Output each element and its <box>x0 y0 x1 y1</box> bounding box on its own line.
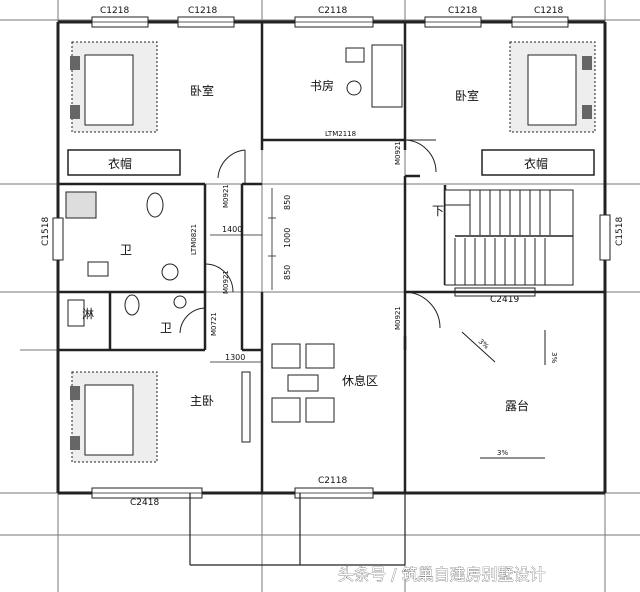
window-label: C2118 <box>318 6 347 16</box>
window-label: C1218 <box>100 6 129 16</box>
room-label-lounge: 休息区 <box>342 373 378 388</box>
lounge-seating <box>271 343 335 423</box>
watermark-text: 头条号 / 筑巢自建房别墅设计 <box>338 565 546 584</box>
door-label: LTM2118 <box>325 130 356 138</box>
room-label-bath-upper: 卫 <box>120 243 132 257</box>
study-desk <box>345 44 403 108</box>
door-label: M0921 <box>222 270 230 294</box>
bed-master <box>70 371 158 463</box>
dimension-label: 1000 <box>283 228 292 248</box>
door-swings <box>179 139 441 334</box>
stair-down-label: 下 <box>432 204 444 218</box>
slope-arrows <box>461 330 546 459</box>
dimension-lines <box>210 188 276 363</box>
master-closet <box>241 371 251 443</box>
window-label: C1518 <box>41 217 51 246</box>
dimension-label: 850 <box>283 195 292 210</box>
bed-right <box>509 41 596 133</box>
room-label-master-bedroom: 主卧 <box>190 394 214 408</box>
room-label-bath-lower: 卫 <box>160 321 172 335</box>
dimension-label: 1300 <box>225 353 245 362</box>
balcony-outline <box>189 493 406 566</box>
slope-label: 3% <box>477 337 491 350</box>
staircase <box>444 189 574 286</box>
room-label-shower: 淋 <box>82 307 94 321</box>
door-label: LTM0821 <box>190 224 198 255</box>
window-label: C1518 <box>615 217 625 246</box>
door-label: M0921 <box>222 184 230 208</box>
slope-label: 3% <box>497 449 508 457</box>
window-label: C2418 <box>130 498 159 508</box>
window-label: C1218 <box>534 6 563 16</box>
dimension-label: 1400 <box>222 225 242 234</box>
door-label: M0921 <box>394 141 402 165</box>
bed-left <box>70 41 158 133</box>
wardrobe-left <box>67 149 181 176</box>
window-label: C1218 <box>188 6 217 16</box>
interior-walls <box>58 22 605 493</box>
room-label-terrace: 露台 <box>505 398 529 413</box>
window-label: C1218 <box>448 6 477 16</box>
bath-fixtures <box>65 191 187 327</box>
wardrobe-label-left: 衣帽 <box>108 156 132 171</box>
room-label-study: 书房 <box>310 78 334 93</box>
window-glazing-lines <box>92 21 568 494</box>
dimension-label: 850 <box>283 265 292 280</box>
slope-label: 3% <box>550 352 558 363</box>
wardrobe-right <box>481 149 595 176</box>
window-label: C2118 <box>318 476 347 486</box>
door-label: M0721 <box>210 312 218 336</box>
room-label-bedroom-left: 卧室 <box>190 83 214 98</box>
door-label: M0921 <box>394 306 402 330</box>
wardrobe-label-right: 衣帽 <box>524 156 548 171</box>
room-label-bedroom-right: 卧室 <box>455 88 479 103</box>
window-label: C2419 <box>490 295 519 305</box>
